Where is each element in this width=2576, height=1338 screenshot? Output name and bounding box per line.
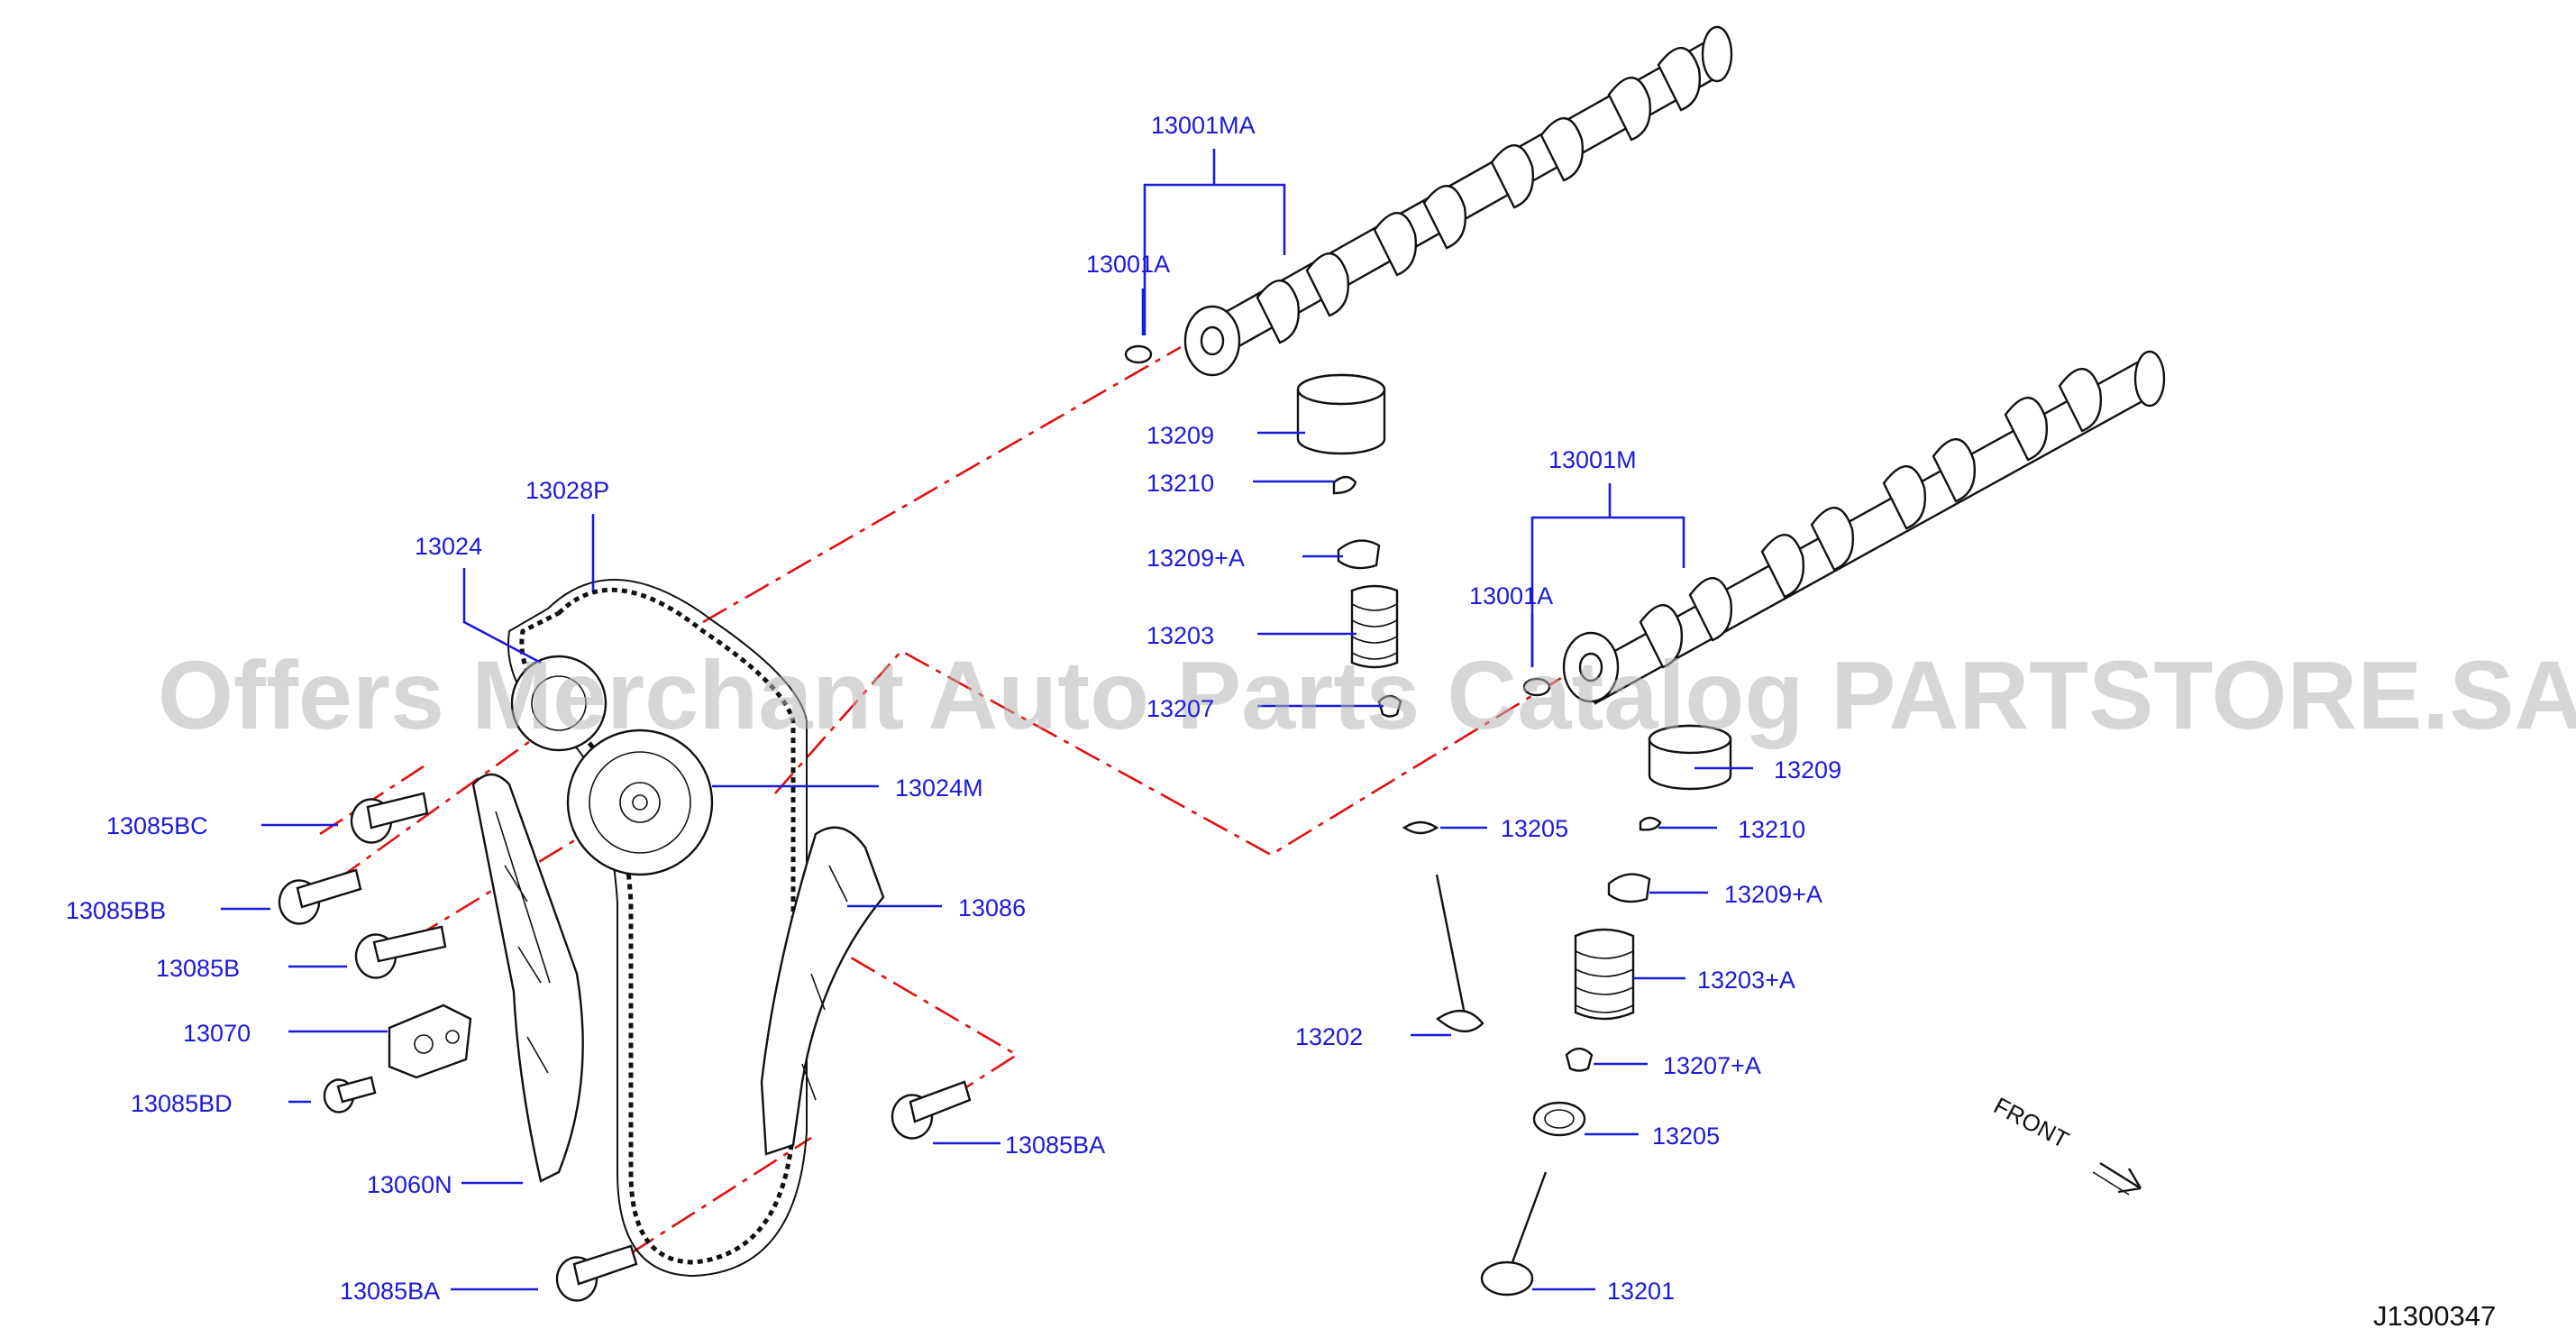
valve-seal-2 [1532, 1101, 1586, 1137]
label-13085ba-right[interactable]: 13085BA [1005, 1132, 1105, 1159]
label-13207a[interactable]: 13207+A [1663, 1052, 1761, 1079]
exhaust-valve [1480, 1171, 1548, 1297]
valve-train-upper [1296, 373, 1402, 718]
bolt-13085bc [350, 792, 429, 844]
label-13001a-top[interactable]: 13001A [1086, 251, 1170, 278]
spring-retainer-2 [1607, 873, 1651, 903]
label-13024[interactable]: 13024 [415, 533, 482, 560]
label-13210-top[interactable]: 13210 [1146, 470, 1214, 497]
label-13070[interactable]: 13070 [183, 1020, 251, 1047]
bolts [278, 792, 972, 1302]
label-13209-top[interactable]: 13209 [1146, 422, 1214, 449]
shim-clip [1332, 475, 1357, 495]
label-13209-right[interactable]: 13209 [1774, 756, 1841, 784]
watermark: Offers Merchant Auto Parts Catalog PARTS… [158, 640, 2576, 749]
label-13202[interactable]: 13202 [1295, 1023, 1363, 1050]
label-13205-top[interactable]: 13205 [1501, 815, 1568, 842]
label-13085ba-left[interactable]: 13085BA [340, 1278, 440, 1305]
shim-clip-2 [1639, 816, 1662, 831]
front-arrow-icon [2099, 1161, 2142, 1194]
camshaft-dowel-pin [1124, 344, 1153, 364]
timing-chain-assembly [388, 578, 885, 1278]
valve-spring-2 [1574, 928, 1635, 1021]
ref-line-bolt-ba-left [630, 1136, 812, 1255]
front-direction-marker: FRONT [1989, 1092, 2142, 1196]
valve-spring [1350, 584, 1399, 669]
bolt-13085bb [278, 868, 362, 925]
label-13085bb[interactable]: 13085BB [66, 897, 166, 924]
label-13001ma[interactable]: 13001MA [1151, 112, 1256, 139]
ref-line-camshaft-a [702, 345, 1182, 624]
leader-lines [221, 149, 1753, 1291]
spring-retainer [1337, 539, 1381, 570]
ref-line-camshaft-b [774, 649, 1587, 857]
label-13207[interactable]: 13207 [1146, 695, 1214, 722]
slack-guide [471, 773, 584, 1183]
label-13201[interactable]: 13201 [1607, 1278, 1675, 1305]
label-13203[interactable]: 13203 [1146, 622, 1214, 649]
label-13203a[interactable]: 13203+A [1697, 967, 1795, 994]
diagram-code: J1300347 [2373, 1300, 2496, 1332]
camshaft-dowel-pin-2 [1522, 677, 1551, 697]
camshaft-intake [1522, 350, 2166, 705]
valve-spring-seat-2 [1565, 1047, 1594, 1072]
bolt-13085ba-left [555, 1244, 638, 1302]
label-13024m[interactable]: 13024M [895, 774, 983, 802]
camshaft-exhaust [1124, 25, 1733, 377]
intake-sprocket [566, 729, 714, 876]
camshaft-lobes-intake [1562, 350, 2166, 703]
valve-train-lower [1402, 724, 1732, 1297]
label-13209a-top[interactable]: 13209+A [1146, 545, 1245, 572]
ref-line-bolt-bb [337, 730, 544, 881]
bolt-13085bd [323, 1076, 377, 1113]
valve-spring-seat [1377, 694, 1402, 718]
label-13210-right[interactable]: 13210 [1738, 816, 1805, 843]
label-13028p[interactable]: 13028P [525, 477, 609, 504]
tension-guide [760, 826, 885, 1156]
label-13209a-right[interactable]: 13209+A [1724, 881, 1822, 908]
intake-valve [1435, 874, 1484, 1032]
label-13085bd[interactable]: 13085BD [131, 1090, 233, 1117]
bolt-13085ba-right [891, 1080, 972, 1140]
part-labels: 13001MA 13001A 13209 13210 13209+A 13203… [66, 112, 1841, 1305]
label-13085bc[interactable]: 13085BC [106, 812, 208, 839]
front-label: FRONT [1989, 1092, 2073, 1154]
chain-tensioner [388, 1004, 472, 1079]
label-13060n[interactable]: 13060N [367, 1171, 452, 1198]
crank-sprocket [510, 655, 607, 752]
label-13085b[interactable]: 13085B [156, 955, 240, 982]
camshaft-lobes [1183, 25, 1733, 377]
ref-line-bolt-ba-right [808, 931, 1019, 1102]
bolt-13085b [354, 925, 447, 979]
valve-seal [1402, 820, 1439, 835]
label-13086[interactable]: 13086 [958, 894, 1026, 921]
label-13205-bottom[interactable]: 13205 [1652, 1123, 1720, 1150]
label-13001m[interactable]: 13001M [1548, 446, 1637, 473]
label-13001a-mid[interactable]: 13001A [1469, 582, 1553, 609]
